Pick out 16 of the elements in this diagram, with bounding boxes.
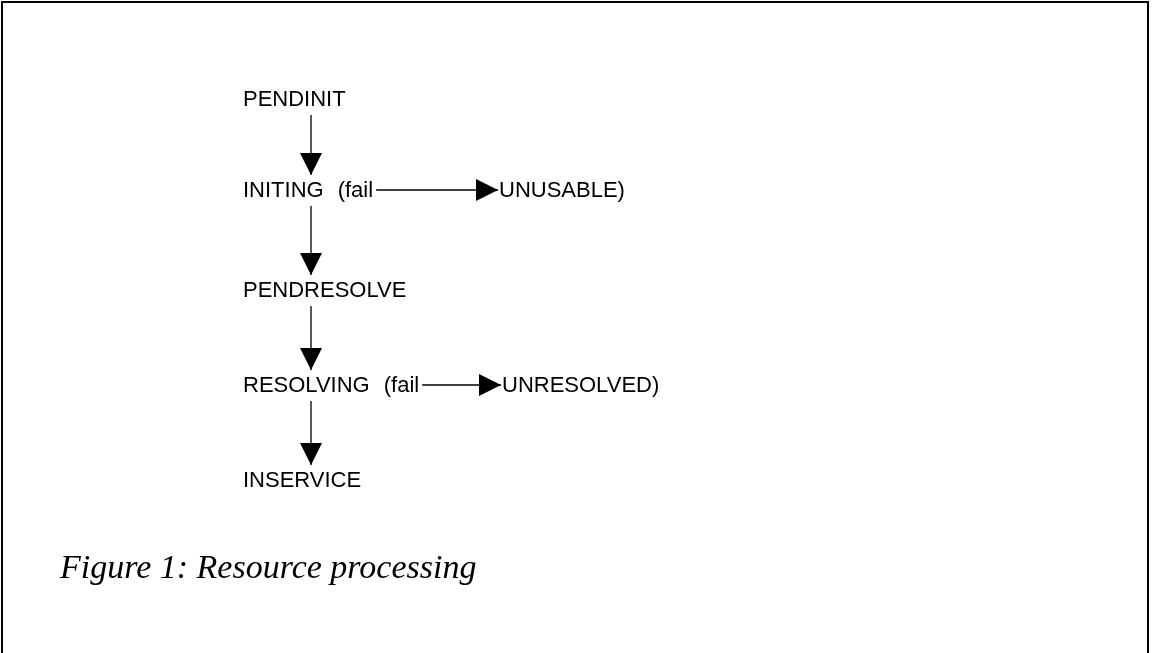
state-label: PENDINIT — [243, 86, 346, 111]
state-label: INSERVICE — [243, 467, 362, 492]
condition-label: (fail — [383, 372, 420, 397]
arrow — [300, 114, 322, 176]
condition-label: (fail — [337, 177, 374, 202]
arrow — [300, 205, 322, 276]
state-label: UNRESOLVED) — [502, 372, 660, 397]
arrow — [375, 179, 499, 201]
figure-caption: Figure 1: Resource processing — [60, 548, 477, 586]
state-label: INITING — [243, 177, 324, 202]
arrow — [300, 305, 322, 371]
state-label: RESOLVING — [243, 372, 370, 397]
state-label: UNUSABLE) — [499, 177, 625, 202]
arrow — [300, 400, 322, 466]
state-label: PENDRESOLVE — [243, 277, 407, 302]
arrow — [421, 374, 502, 396]
